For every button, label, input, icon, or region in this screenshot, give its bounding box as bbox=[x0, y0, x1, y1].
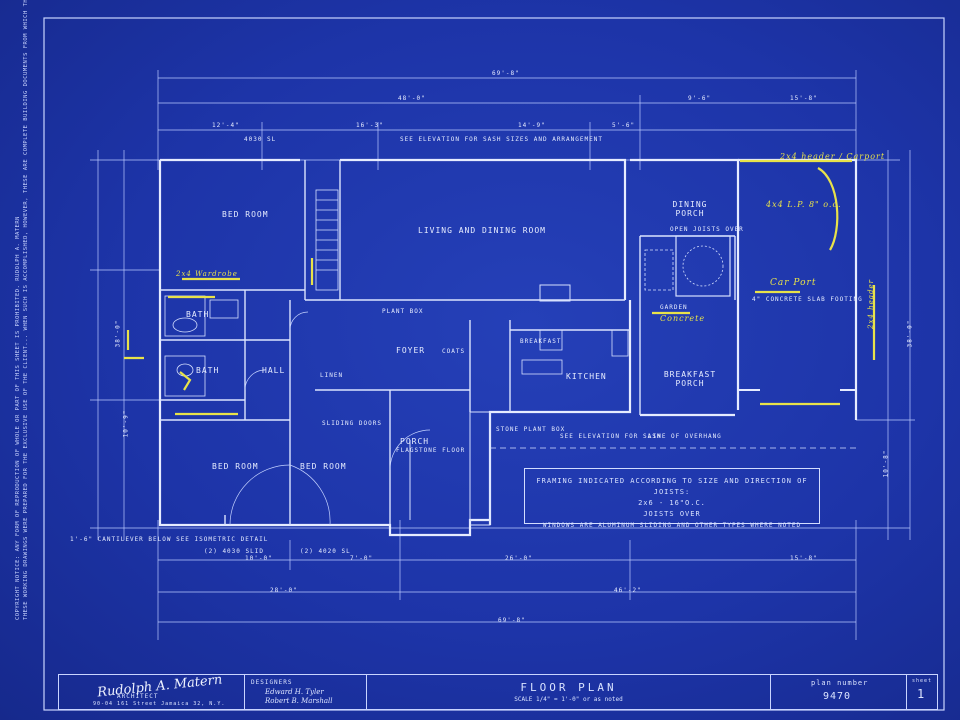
dim-right-1: 38'-0" bbox=[906, 319, 914, 348]
room-breakfast: BREAKFAST bbox=[520, 338, 562, 345]
plant-box-note: PLANT BOX bbox=[382, 308, 424, 315]
room-bed-room-1: BED ROOM bbox=[222, 210, 269, 219]
framing-line-4: WINDOWS ARE ALUMINUM SLIDING AND OTHER T… bbox=[542, 522, 802, 529]
window-top-label: 4030 SL bbox=[244, 136, 277, 143]
sheet-border bbox=[43, 17, 945, 711]
dim-top-2: 48'-0" bbox=[398, 95, 426, 102]
room-linen: LINEN bbox=[320, 372, 344, 379]
pencil-car-port: Car Port bbox=[770, 278, 817, 288]
dim-bottom-3d: 15'-8" bbox=[790, 555, 818, 562]
dim-overall-bottom: 69'-8" bbox=[498, 617, 526, 624]
room-porch: PORCH bbox=[400, 437, 430, 446]
window-bottom-2: (2) 4020 SL bbox=[300, 548, 351, 555]
interior-walls bbox=[160, 160, 736, 525]
dim-left-2: 10'-9" bbox=[122, 409, 130, 438]
dim-right-2: 10'-8" bbox=[882, 449, 890, 478]
pencil-markups bbox=[124, 159, 876, 416]
framing-line-1: FRAMING INDICATED ACCORDING TO SIZE AND … bbox=[536, 477, 808, 496]
architect-address: 90-04 161 Street Jamaica 32, N.Y. bbox=[93, 701, 226, 707]
cantilever-note: 1'-6" CANTILEVER BELOW SEE ISOMETRIC DET… bbox=[70, 536, 269, 543]
framing-line-3: JOISTS OVER bbox=[643, 510, 701, 518]
dim-top-4b: 16'-3" bbox=[356, 122, 384, 129]
room-kitchen: KITCHEN bbox=[566, 372, 607, 381]
dim-top-4a: 12'-4" bbox=[212, 122, 240, 129]
sheet-number: 1 bbox=[917, 687, 926, 701]
pencil-slab: 4x4 L.P. 8" o.c. bbox=[766, 200, 842, 209]
door-swings bbox=[229, 311, 431, 526]
pencil-header: 2x4 header / Carport bbox=[780, 152, 886, 161]
title-cell: FLOOR PLAN SCALE 1/4" = 1'-0" or as note… bbox=[367, 675, 771, 709]
dimension-lines-top bbox=[90, 70, 900, 170]
title-block: Rudolph A. Matern ARCHITECT 90-04 161 St… bbox=[58, 672, 938, 710]
dim-bottom-3a: 10'-0" bbox=[245, 555, 273, 562]
window-bottom-1: (2) 4030 SLID bbox=[204, 548, 264, 555]
scale-text: SCALE 1/4" = 1'-0" bbox=[514, 696, 580, 703]
dimension-lines-sides bbox=[90, 150, 915, 540]
room-foyer: FOYER bbox=[396, 346, 426, 355]
sheet-cell: sheet 1 bbox=[907, 675, 937, 709]
room-living-dining: LIVING AND DINING ROOM bbox=[418, 226, 546, 235]
fireplace bbox=[539, 284, 571, 302]
flagstone-note: FLAGSTONE FLOOR bbox=[396, 447, 466, 454]
pencil-header-side: 2x4 header bbox=[866, 279, 875, 329]
dim-overall-top: 69'-8" bbox=[492, 70, 520, 77]
designers-cell: DESIGNERS Edward H. Tyler Robert B. Mars… bbox=[245, 675, 367, 709]
framing-line-2: 2x6 - 16"O.C. bbox=[638, 499, 706, 507]
drawing-scale: SCALE 1/4" = 1'-0" or as noted bbox=[367, 696, 770, 703]
front-porch bbox=[409, 411, 491, 526]
working-drawings-line: THESE WORKING DRAWINGS WERE PREPARED FOR… bbox=[23, 0, 29, 620]
architect-signature: Rudolph A. Matern bbox=[96, 672, 223, 701]
overhang-note: LINE OF OVERHANG bbox=[648, 433, 722, 440]
sliding-doors-note: SLIDING DOORS bbox=[322, 420, 382, 427]
dim-top-3a: 9'-6" bbox=[688, 95, 712, 102]
kitchen-fixtures bbox=[521, 329, 629, 375]
plan-number-cell: plan number 9470 bbox=[771, 675, 907, 709]
room-hall: HALL bbox=[262, 366, 286, 375]
plan-number-label: plan number bbox=[811, 679, 869, 687]
pencil-wardrobe: 2x4 Wardrobe bbox=[176, 270, 238, 278]
copyright-line: COPYRIGHT NOTICE: ANY FORM OF REPRODUCTI… bbox=[15, 216, 21, 620]
drawing-title: FLOOR PLAN bbox=[520, 681, 617, 694]
dimension-lines-bottom bbox=[90, 520, 910, 640]
room-bath-1: BATH bbox=[186, 310, 210, 319]
dim-bottom-2: 46'-2" bbox=[614, 587, 642, 594]
room-bath-2: BATH bbox=[196, 366, 220, 375]
plan-number: 9470 bbox=[823, 691, 852, 702]
garden-planter bbox=[644, 235, 731, 297]
scale-text-2: or as noted bbox=[582, 696, 623, 703]
architect-cell: Rudolph A. Matern ARCHITECT 90-04 161 St… bbox=[59, 672, 245, 709]
room-bed-room-3: BED ROOM bbox=[300, 462, 347, 471]
carport-slab-note: 4" CONCRETE SLAB FOOTING bbox=[752, 296, 863, 303]
copyright-notice: COPYRIGHT NOTICE: ANY FORM OF REPRODUCTI… bbox=[14, 0, 30, 620]
room-dining-porch: DINING PORCH bbox=[672, 200, 708, 218]
stair-detail bbox=[315, 189, 339, 291]
room-garden: GARDEN bbox=[660, 304, 688, 311]
sheet-label: sheet bbox=[912, 678, 933, 684]
framing-note-box: FRAMING INDICATED ACCORDING TO SIZE AND … bbox=[524, 468, 820, 529]
room-bed-room-2: BED ROOM bbox=[212, 462, 259, 471]
pencil-concrete: Concrete bbox=[660, 314, 706, 323]
open-joists-note: OPEN JOISTS OVER bbox=[670, 226, 744, 233]
dim-bottom-3c: 26'-0" bbox=[505, 555, 533, 562]
see-elevation-note: SEE ELEVATION FOR SASH bbox=[560, 433, 662, 440]
dim-left-1: 38'-0" bbox=[114, 319, 122, 348]
designers-label: DESIGNERS bbox=[251, 679, 293, 686]
sash-note: SEE ELEVATION FOR SASH SIZES AND ARRANGE… bbox=[400, 136, 603, 143]
room-breakfast-porch: BREAKFAST PORCH bbox=[663, 370, 717, 388]
dim-top-3b: 15'-8" bbox=[790, 95, 818, 102]
designer-1: Edward H. Tyler bbox=[265, 688, 324, 696]
architect-sub: ARCHITECT bbox=[117, 693, 159, 700]
dim-bottom-1: 28'-0" bbox=[270, 587, 298, 594]
designer-2: Robert B. Marshall bbox=[265, 697, 333, 705]
room-coats: COATS bbox=[442, 348, 466, 355]
stone-plant-box: STONE PLANT BOX bbox=[496, 426, 566, 433]
dim-top-4c: 14'-9" bbox=[518, 122, 546, 129]
dim-bottom-3b: 7'-0" bbox=[350, 555, 374, 562]
dim-top-4d: 5'-6" bbox=[612, 122, 636, 129]
